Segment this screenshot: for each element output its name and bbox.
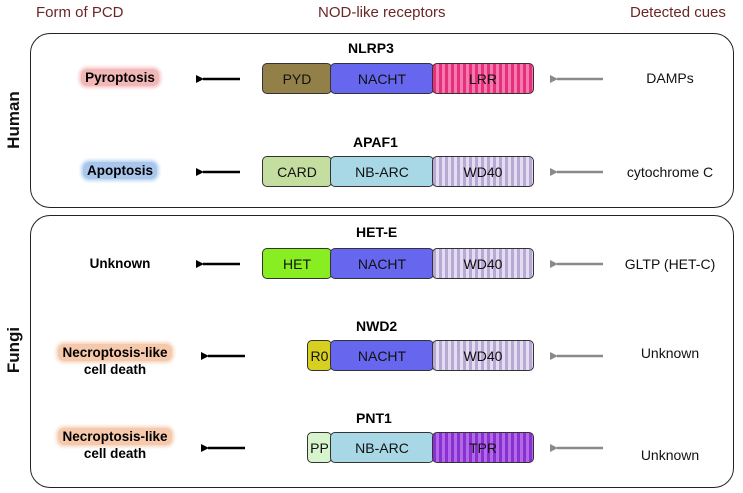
- domain-pnt1-nbarc: NB-ARC: [330, 432, 434, 463]
- receptor-name-hete: HET-E: [356, 224, 398, 240]
- domain-pnt1-pp: PP: [307, 432, 332, 463]
- domain-hete-nacht: NACHT: [330, 248, 434, 279]
- domain-apaf1-wd40: WD40: [432, 156, 534, 187]
- receptor-name-nwd2: NWD2: [356, 318, 398, 334]
- domain-hete-wd40: WD40: [432, 248, 534, 279]
- receptor-name-nlrp3: NLRP3: [348, 40, 394, 56]
- fate-label-nwd2: Necroptosis-like: [58, 344, 172, 361]
- cue-hete: GLTP (HET-C): [624, 256, 716, 272]
- cue-nwd2: Unknown: [640, 345, 700, 361]
- domain-pnt1-tpr: TPR: [432, 432, 534, 463]
- receptor-name-apaf1: APAF1: [353, 134, 398, 150]
- domain-nwd2-r0: R0: [307, 340, 332, 371]
- fate-label-hete: Unknown: [89, 256, 151, 271]
- domain-apaf1-card: CARD: [262, 156, 332, 187]
- header-detected-cues: Detected cues: [630, 4, 726, 21]
- fate-pnt1: Necroptosis-like cell death: [40, 428, 190, 462]
- receptor-name-pnt1: PNT1: [356, 410, 392, 426]
- fate-nlrp3: Pyroptosis: [60, 69, 180, 86]
- cue-pnt1: Unknown: [640, 447, 700, 463]
- fate-apaf1: Apoptosis: [60, 162, 180, 179]
- domain-nlrp3-nacht: NACHT: [330, 63, 434, 94]
- domain-nwd2-wd40: WD40: [432, 340, 534, 371]
- human-group-box: [30, 33, 734, 208]
- domain-hete-het: HET: [262, 248, 332, 279]
- header-nod-like-receptors: NOD-like receptors: [318, 4, 446, 21]
- fate-nwd2: Necroptosis-like cell death: [40, 344, 190, 378]
- domain-nlrp3-pyd: PYD: [262, 63, 332, 94]
- fate-label-apaf1: Apoptosis: [83, 162, 157, 179]
- fate-label-nlrp3: Pyroptosis: [81, 69, 159, 86]
- fate-hete: Unknown: [60, 256, 180, 271]
- fate-label2-pnt1: cell death: [83, 446, 147, 461]
- domain-nwd2-nacht: NACHT: [330, 340, 434, 371]
- domain-apaf1-nbarc: NB-ARC: [330, 156, 434, 187]
- cue-apaf1: cytochrome C: [626, 164, 714, 180]
- domain-nlrp3-lrr: LRR: [432, 63, 534, 94]
- fate-label-pnt1: Necroptosis-like: [58, 428, 172, 445]
- header-form-of-pcd: Form of PCD: [36, 4, 124, 21]
- cue-nlrp3: DAMPs: [646, 70, 694, 86]
- fate-label2-nwd2: cell death: [83, 362, 147, 377]
- fungi-group-box: [30, 215, 734, 488]
